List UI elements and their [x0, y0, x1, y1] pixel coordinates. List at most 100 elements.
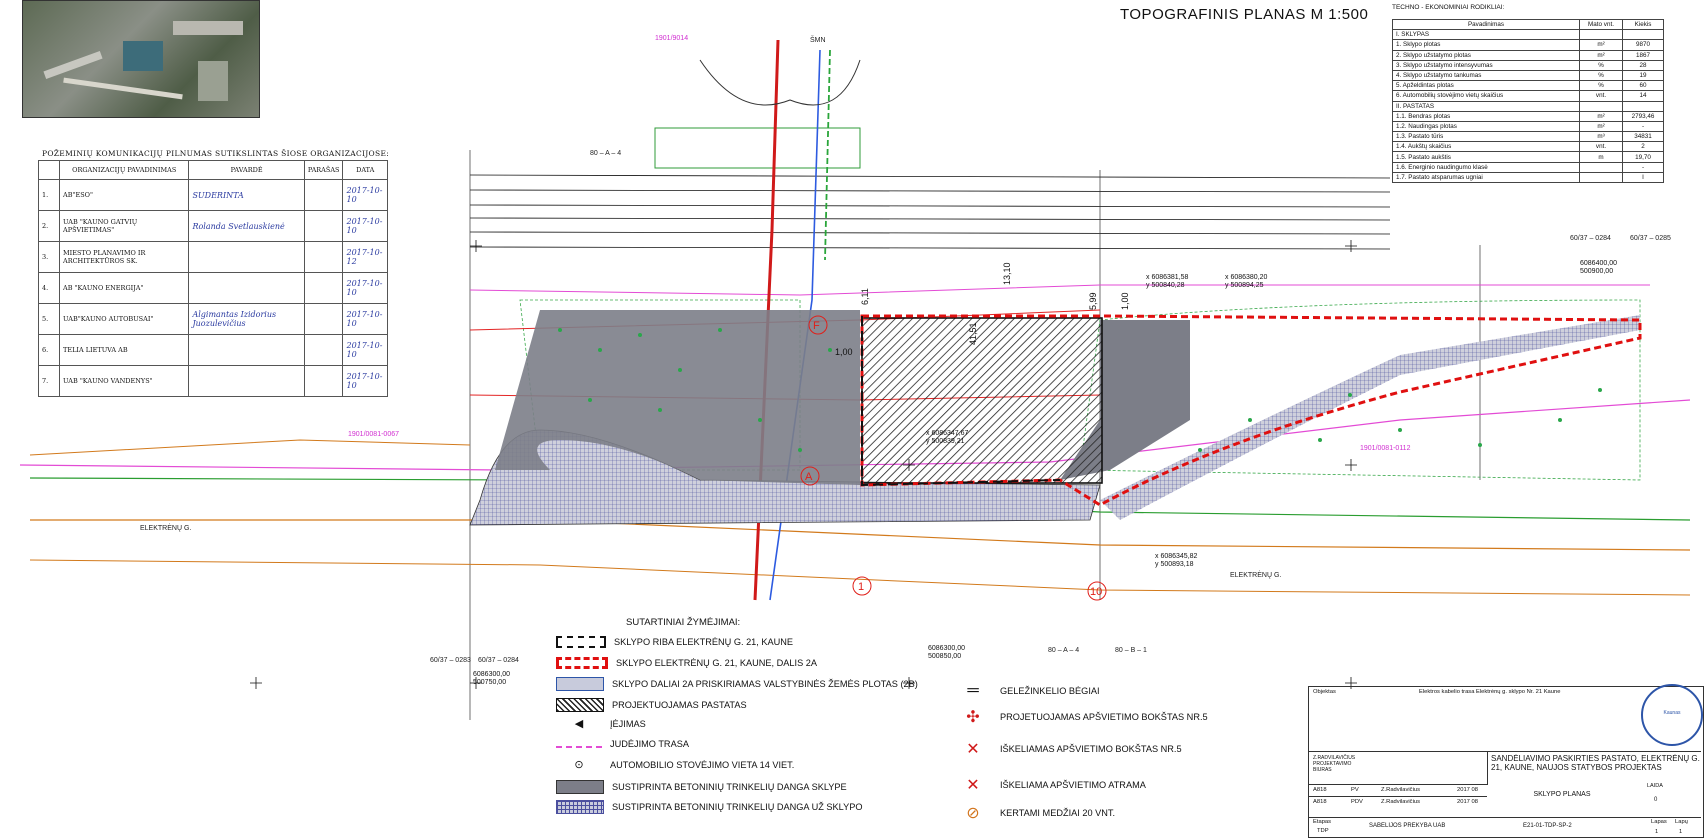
grid-label: 60/37 – 0283 — [430, 657, 471, 664]
parcel-label: 1901/0081-0067 — [348, 431, 399, 438]
sheet-title: SKLYPO PLANAS — [1533, 791, 1591, 798]
org-cell-signature — [303, 365, 344, 397]
legend-label: PROJEKTUOJAMAS PASTATAS — [612, 699, 747, 710]
top-note: Elektros kabelio trasa Elektrėnų g. skly… — [1419, 689, 1561, 695]
etapas-label: Etapas — [1313, 819, 1332, 825]
org-cell-name: MIESTO PLANAVIMO IR ARCHITEKTŪROS SK. — [58, 241, 190, 273]
role-code: A818 — [1313, 799, 1327, 805]
legend-item: SKLYPO ELEKTRĖNŲ G. 21, KAUNE, DALIS 2A — [556, 656, 818, 669]
legend-label: KERTAMI MEDŽIAI 20 VNT. — [1000, 808, 1116, 818]
role-code: A818 — [1313, 787, 1327, 793]
tech-table-title: TECHNO - EKONOMINIAI RODIKLIAI: — [1392, 4, 1505, 11]
marker-1: 1 — [858, 581, 864, 593]
org-cell-name: AB "KAUNO ENERGIJA" — [58, 272, 190, 304]
legend-label: SUSTIPRINTA BETONINIŲ TRINKELIŲ DANGA SK… — [612, 781, 847, 792]
legend-symbol: ✕ — [966, 741, 980, 758]
org-cell-surname: Algimantas Izidorius Juozulevičius — [188, 303, 305, 335]
parcel-label: 1901/0081-0112 — [1360, 445, 1411, 452]
org-cell-name: UAB "KAUNO VANDENYS" — [58, 365, 190, 397]
legend-item: ◀ĮĖJIMAS — [556, 718, 646, 730]
coordinate-label: 500750,00 — [473, 679, 506, 686]
legend-label: JUDĖJIMO TRASA — [610, 738, 689, 749]
dimension: 1,00 — [1120, 292, 1130, 310]
legend-symbol: ✕ — [966, 777, 980, 794]
dimension: 1,00 — [835, 347, 853, 357]
legend-swatch — [556, 740, 602, 748]
tech-cell-value: I — [1622, 171, 1664, 184]
legend-label: SKLYPO ELEKTRĖNŲ G. 21, KAUNE, DALIS 2A — [616, 657, 818, 668]
org-cell-name: AB"ESO" — [58, 179, 190, 211]
org-cell-signature — [303, 272, 344, 304]
grid-label: 80 – A – 4 — [1048, 647, 1079, 654]
org-cell-surname: Rolanda Svetlauskienė — [188, 210, 305, 242]
legend-label: SUSTIPRINTA BETONINIŲ TRINKELIŲ DANGA UŽ… — [612, 802, 863, 812]
coordinate-label: y 500840,28 — [1146, 282, 1185, 289]
org-cell-date: 2017-10-10 — [342, 272, 388, 304]
org-cell-date: 2017-10-10 — [342, 210, 388, 242]
coordinate-label: x 6086347,67 — [926, 430, 969, 437]
coordinate-label: y 500839,21 — [926, 438, 965, 445]
coordinate-label: 6086300,00 — [473, 671, 510, 678]
legend-item: ✣PROJETUOJAMAS APŠVIETIMO BOKŠTAS NR.5 — [958, 707, 1208, 727]
legend-label: SKLYPO DALIAI 2A PRISKIRIAMAS VALSTYBINĖ… — [612, 679, 918, 689]
legend-label: IŠKELIAMAS APŠVIETIMO BOKŠTAS NR.5 — [1000, 744, 1182, 754]
org-cell-signature — [303, 179, 344, 211]
legend-item: ⊙ AUTOMOBILIO STOVĖJIMO VIETA 14 VIET. — [556, 759, 794, 771]
legend-swatch: ◀ — [574, 718, 584, 730]
legend-swatch — [556, 779, 604, 794]
legend-item: ✕ IŠKELIAMA APŠVIETIMO ATRAMA — [958, 775, 1146, 795]
objektas-label: Objektas — [1313, 689, 1336, 695]
author-role: Z.RADVILAVIČIUS PROJEKTAVIMO BIURAS — [1313, 755, 1356, 773]
legend-title: SUTARTINIAI ŽYMĖJIMAI: — [626, 617, 741, 628]
legend-label: AUTOMOBILIO STOVĖJIMO VIETA 14 VIET. — [610, 760, 795, 770]
company: SABELIJOS PREKYBA UAB — [1369, 823, 1446, 829]
legend-label: IŠKELIAMA APŠVIETIMO ATRAMA — [1000, 780, 1146, 790]
org-table-row: 7.UAB "KAUNO VANDENYS"2017-10-10 — [38, 365, 388, 397]
legend-item: ✕ IŠKELIAMAS APŠVIETIMO BOKŠTAS NR.5 — [958, 739, 1182, 759]
lapu-value: 1 — [1679, 829, 1683, 835]
legend-swatch — [556, 636, 606, 648]
marker-10: 10 — [1090, 586, 1102, 598]
legend-item: SKLYPO DALIAI 2A PRISKIRIAMAS VALSTYBINĖ… — [556, 677, 918, 691]
legend-label: GELEŽINKELIO BĖGIAI — [1000, 686, 1100, 696]
marker-f: F — [813, 320, 820, 332]
drawing-title: TOPOGRAFINIS PLANAS M 1:500 — [1120, 6, 1369, 23]
coordinate-label: x 6086381,58 — [1146, 274, 1189, 281]
north-label: ŠMN — [810, 35, 826, 44]
coordinate-label: 500850,00 — [928, 653, 961, 660]
org-cell-date: 2017-10-10 — [342, 303, 388, 335]
org-col-date: DATA — [342, 160, 388, 180]
org-cell-name: TELIA LIETUVA AB — [58, 334, 190, 366]
org-cell-name: UAB "KAUNO GATVIŲ APŠVIETIMAS" — [58, 210, 190, 242]
lapas-label: Lapas — [1651, 819, 1667, 825]
coordinate-label: 6086400,00 — [1580, 260, 1617, 267]
legend-swatch: ⊙ — [574, 759, 584, 771]
street-label: ELEKTRĖNŲ G. — [1230, 570, 1281, 579]
legend-swatch — [556, 800, 604, 814]
lapas-value: 1 — [1655, 829, 1659, 835]
org-table-row: 4.AB "KAUNO ENERGIJA"2017-10-10 — [38, 272, 388, 304]
dimension: 5,99 — [1088, 292, 1098, 310]
coordinate-label: x 6086345,82 — [1155, 553, 1198, 560]
grid-label: 80 – B – 1 — [1115, 647, 1147, 654]
lapu-label: Lapų — [1675, 819, 1688, 825]
grid-label: 60/37 – 0284 — [478, 657, 519, 664]
role-role: PDV — [1351, 799, 1363, 805]
street-label: ELEKTRĖNŲ G. — [140, 523, 191, 532]
legend-swatch — [556, 697, 604, 712]
legend-item: ═GELEŽINKELIO BĖGIAI — [958, 682, 1100, 700]
legend-item: JUDĖJIMO TRASA — [556, 739, 689, 749]
parcel-label: 1901/9014 — [655, 35, 688, 42]
role-name: Z.Radvilavičius — [1381, 787, 1420, 793]
org-cell-date: 2017-10-10 — [342, 179, 388, 211]
legend-label: PROJETUOJAMAS APŠVIETIMO BOKŠTAS NR.5 — [1000, 712, 1208, 722]
legend-item: ⊘KERTAMI MEDŽIAI 20 VNT. — [958, 803, 1115, 823]
org-cell-signature — [303, 303, 344, 335]
